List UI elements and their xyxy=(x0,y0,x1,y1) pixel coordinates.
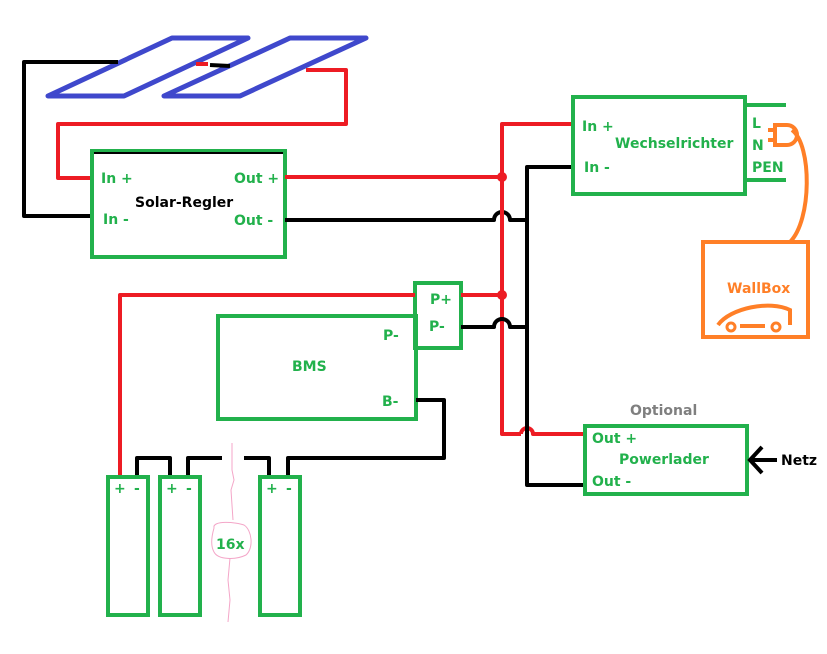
powerlader-title: Powerlader xyxy=(619,452,709,468)
wechselrichter-in-minus-label: In - xyxy=(584,160,610,176)
cell-count-label: 16x xyxy=(216,537,245,553)
bms-p-plus-label: P+ xyxy=(430,292,452,308)
cell-link-1-2 xyxy=(135,456,172,475)
powerlader-optional-tag: Optional xyxy=(630,403,697,419)
ac-n-label: N xyxy=(752,138,764,154)
junction-positive-top xyxy=(497,172,507,182)
solar-regler-in-plus-label: In + xyxy=(101,171,133,187)
wechselrichter-title: Wechselrichter xyxy=(615,136,733,152)
solar-panel-2 xyxy=(161,35,369,99)
cell-count-bubble xyxy=(211,521,252,559)
cell-1-plus-label: + xyxy=(114,481,126,497)
wire-bms-positive xyxy=(118,293,415,475)
solar-regler-in-minus-label: In - xyxy=(103,212,129,228)
cell-2-plus-label: + xyxy=(166,481,178,497)
solar-regler-out-minus-label: Out - xyxy=(234,213,273,229)
solar-regler-box xyxy=(90,149,287,259)
solar-panel-1 xyxy=(45,35,251,99)
bms-title: BMS xyxy=(292,359,327,375)
ac-l-label: L xyxy=(752,116,761,132)
solar-regler-title: Solar-Regler xyxy=(135,195,233,211)
wire-panel-negative xyxy=(22,60,118,218)
solar-regler-out-plus-label: Out + xyxy=(234,171,279,187)
cell-break-line xyxy=(230,443,235,521)
wallbox-title: WallBox xyxy=(727,281,790,297)
netz-arrow-icon xyxy=(747,445,777,475)
cell-link-2-n xyxy=(186,456,222,475)
wallbox-cable xyxy=(788,128,809,244)
car-icon xyxy=(716,303,792,333)
cell-16-minus-label: - xyxy=(286,481,292,497)
powerlader-box xyxy=(583,424,749,496)
battery-cell-2 xyxy=(158,475,202,617)
wire-bms-bminus xyxy=(286,398,446,475)
powerlader-out-minus-label: Out - xyxy=(592,474,631,490)
battery-cell-16 xyxy=(258,475,302,617)
cell-16-plus-label: + xyxy=(266,481,278,497)
bms-p-terminal-box xyxy=(413,281,463,350)
solar-panel-array xyxy=(45,35,369,99)
panel-interconnect-negative xyxy=(209,63,231,68)
wallbox-box xyxy=(701,240,810,339)
bms-p-minus-inner-label: P- xyxy=(383,328,399,344)
wire-powerlader-positive xyxy=(519,426,585,436)
wechselrichter-in-plus-label: In + xyxy=(582,119,614,135)
cell-link-n xyxy=(244,456,271,475)
wire-regler-out-negative xyxy=(285,210,527,222)
cell-1-minus-label: - xyxy=(134,481,140,497)
wire-panel-positive xyxy=(56,68,348,180)
bus-positive xyxy=(500,122,573,436)
plug-icon xyxy=(768,123,799,147)
wire-bms-pminus-to-bus xyxy=(461,317,527,329)
netz-label: Netz xyxy=(781,453,817,469)
bms-box xyxy=(216,314,418,421)
bms-p-minus-label: P- xyxy=(429,319,445,335)
powerlader-out-plus-label: Out + xyxy=(592,431,637,447)
battery-cell-1 xyxy=(106,475,150,617)
ac-pen-label: PEN xyxy=(752,160,784,176)
cell-2-minus-label: - xyxy=(186,481,192,497)
wechselrichter-box xyxy=(571,95,747,196)
cell-break-line-lower xyxy=(227,557,231,623)
bus-negative xyxy=(525,165,585,487)
bms-b-minus-label: B- xyxy=(382,394,399,410)
